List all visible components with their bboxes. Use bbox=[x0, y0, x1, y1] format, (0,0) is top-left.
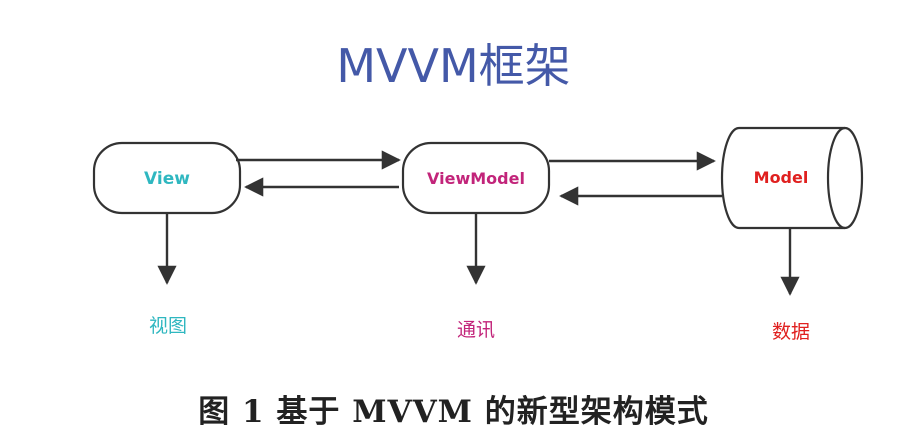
model-sub-label: 数据 bbox=[772, 321, 810, 343]
figure-caption: 图 1 基于 MVVM 的新型架构模式 bbox=[198, 394, 709, 430]
view-sub-label: 视图 bbox=[149, 315, 187, 337]
diagram-title: MVVM框架 bbox=[336, 39, 571, 93]
model-label: Model bbox=[754, 168, 809, 187]
mvvm-diagram: View ViewModel Model 视图 通讯 数据 bbox=[92, 126, 864, 343]
model-node-rim bbox=[826, 126, 846, 230]
view-label: View bbox=[144, 169, 190, 189]
viewmodel-sub-label: 通讯 bbox=[457, 319, 495, 341]
viewmodel-label: ViewModel bbox=[427, 169, 525, 188]
